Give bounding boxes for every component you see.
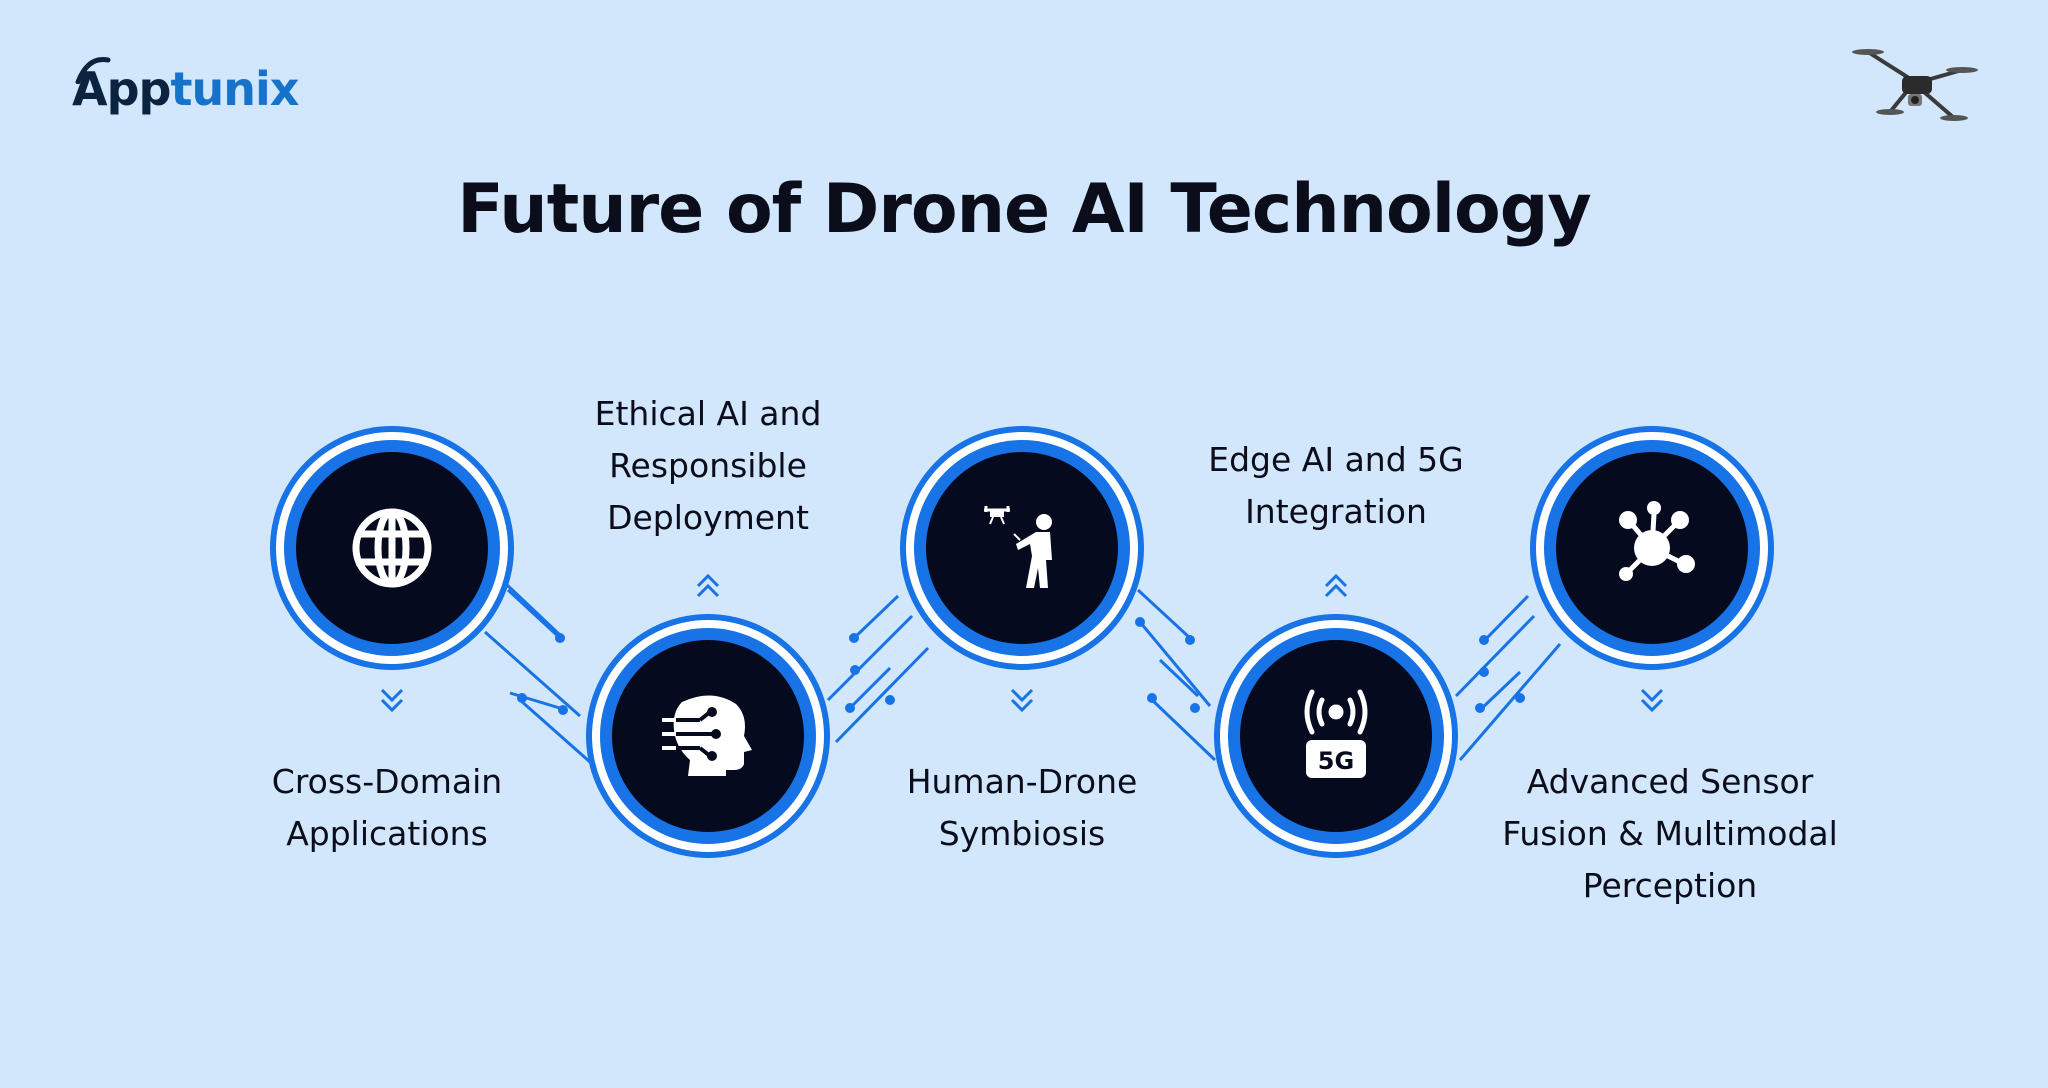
connector-4-5 — [1454, 594, 1562, 761]
5g-signal-icon: 5G — [1304, 689, 1368, 778]
globe-icon — [352, 508, 432, 588]
connector-2-3 — [826, 594, 930, 744]
step-label-line: Ethical AI and — [594, 394, 822, 433]
chevron-up-icon — [696, 573, 720, 598]
step-label-line: Applications — [286, 814, 488, 853]
5g-label: 5G — [1318, 747, 1354, 775]
step-label-2: Ethical AI and Responsible Deployment — [548, 388, 868, 544]
step-label-line: Responsible — [609, 446, 807, 485]
step-label-line: Integration — [1245, 492, 1427, 531]
connector-3-4 — [1136, 588, 1217, 762]
step-label-line: Human-Drone — [906, 762, 1138, 801]
step-label-line: Advanced Sensor — [1526, 762, 1814, 801]
step-label-line: Edge AI and 5G — [1208, 440, 1464, 479]
step-label-5: Advanced Sensor Fusion & Multimodal Perc… — [1470, 756, 1870, 912]
sensor-network-icon — [1619, 501, 1695, 581]
step-node-4 — [1214, 614, 1458, 858]
chevron-down-icon — [1010, 688, 1034, 713]
human-drone-icon — [984, 506, 1052, 588]
step-label-4: Edge AI and 5G Integration — [1166, 434, 1506, 538]
step-label-line: Fusion & Multimodal — [1502, 814, 1838, 853]
step-label-3: Human-Drone Symbiosis — [862, 756, 1182, 860]
brand-name-part1: App — [72, 62, 171, 116]
drone-image — [1852, 49, 1978, 121]
step-label-line: Symbiosis — [938, 814, 1106, 853]
brand-name-part2: tunix — [170, 62, 299, 116]
page-title: Future of Drone AI Technology — [457, 170, 1592, 249]
step-label-line: Cross-Domain — [271, 762, 503, 801]
brand-logo: Apptunix — [72, 66, 299, 112]
step-label-1: Cross-Domain Applications — [232, 756, 542, 860]
chevron-down-icon — [1640, 688, 1664, 713]
chevron-down-icon — [380, 688, 404, 713]
connector-1-2 — [484, 581, 591, 764]
step-label-line: Perception — [1582, 866, 1758, 905]
ai-head-icon — [662, 695, 752, 776]
logo-arc-icon — [75, 56, 111, 84]
chevron-up-icon — [1324, 573, 1348, 598]
step-label-line: Deployment — [607, 498, 809, 537]
